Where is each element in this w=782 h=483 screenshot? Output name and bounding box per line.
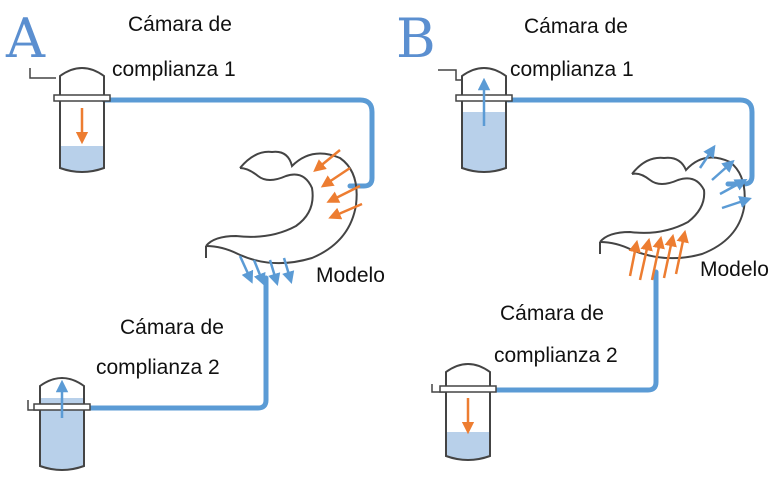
compliance-chamber-1-icon xyxy=(438,67,513,173)
orange-pressure-arrows-b xyxy=(628,229,689,281)
chamber-2-label-line1-b: Cámara de xyxy=(500,302,604,325)
orange-pressure-arrows-a xyxy=(313,149,363,220)
model-label-a: Modelo xyxy=(316,264,385,287)
tube-model-to-chamber2-b xyxy=(491,269,659,393)
panel-letter-b: B xyxy=(396,7,436,70)
panel-b xyxy=(431,67,755,461)
blue-flow-arrows-b xyxy=(698,144,752,210)
blue-flow-arrows-a xyxy=(238,255,295,286)
chamber-1-label-line1-a: Cámara de xyxy=(128,13,232,36)
compliance-chamber-2-icon xyxy=(431,363,497,461)
panel-a xyxy=(27,67,375,471)
tube-chamber1-to-model-a xyxy=(101,97,375,189)
compliance-chamber-2-icon xyxy=(27,377,91,471)
model-label-b: Modelo xyxy=(700,258,769,281)
stomach-model-icon xyxy=(205,150,358,265)
compliance-chamber-1-icon xyxy=(29,67,111,173)
tube-model-to-chamber2-a xyxy=(85,275,269,411)
chamber-2-label-line1-a: Cámara de xyxy=(120,316,224,339)
chamber-1-label-line2-b: complianza 1 xyxy=(510,58,634,81)
panel-letter-a: A xyxy=(6,7,45,70)
tube-chamber1-to-model-b xyxy=(505,97,755,187)
chamber-2-label-line2-a: complianza 2 xyxy=(96,356,220,379)
chamber-1-label-line2-a: complianza 1 xyxy=(112,58,236,81)
chamber-1-label-line1-b: Cámara de xyxy=(524,15,628,38)
chamber-2-label-line2-b: complianza 2 xyxy=(494,344,618,367)
